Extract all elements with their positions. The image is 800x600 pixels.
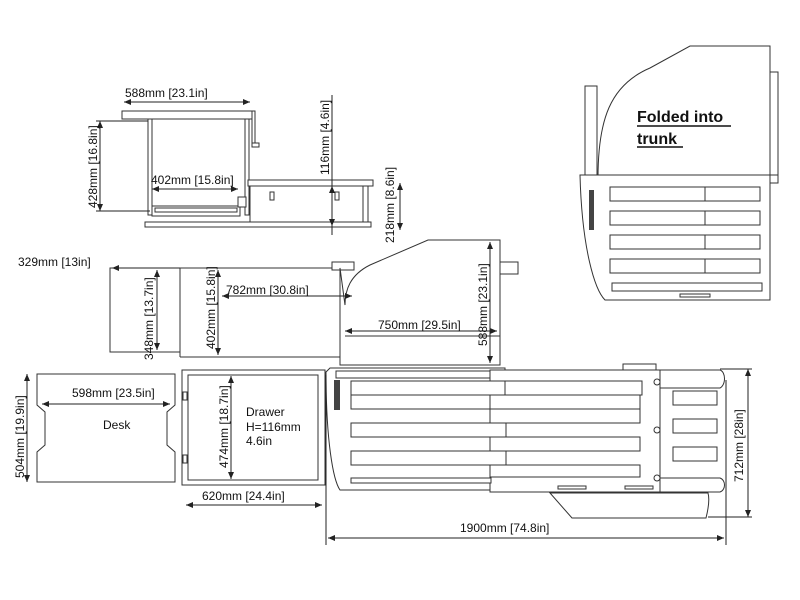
dim-drawer-depth: 474mm [18.7in] bbox=[217, 385, 231, 468]
dim-desk-depth: 348mm [13.7in] bbox=[142, 277, 156, 360]
dim-base-height: 218mm [8.6in] bbox=[383, 167, 397, 243]
dim-drawer-height: 116mm [4.6in] bbox=[318, 100, 332, 175]
folded-trunk-view: Folded into trunk bbox=[579, 45, 779, 301]
desk-part: 598mm [23.5in] 504mm [19.9in] Desk bbox=[13, 373, 176, 483]
dim-inner-width: 402mm [15.8in] bbox=[151, 173, 234, 187]
folded-note-line2: trunk bbox=[637, 131, 677, 148]
bed-extended: 1900mm [74.8in] 712mm [28in] bbox=[325, 363, 752, 545]
dim-bed-width: 588mm [23.1in] bbox=[476, 263, 490, 346]
dim-drawer-width: 620mm [24.4in] bbox=[202, 489, 285, 503]
dim-desk-width: 598mm [23.5in] bbox=[72, 386, 155, 400]
dim-seat-width: 588mm [23.1in] bbox=[125, 86, 208, 100]
drawer-part: 474mm [18.7in] Drawer H=116mm 4.6in 620m… bbox=[181, 369, 326, 508]
drawer-height-in: 4.6in bbox=[246, 434, 272, 448]
side-view: 588mm [23.1in] 428mm [16.8in] 402mm [15.… bbox=[86, 86, 403, 243]
dim-frame-depth: 402mm [15.8in] bbox=[204, 266, 218, 349]
folded-note-line1: Folded into bbox=[637, 109, 723, 126]
desk-label: Desk bbox=[103, 418, 131, 432]
bed-slats bbox=[350, 380, 718, 484]
dim-frame-length: 782mm [30.8in] bbox=[226, 283, 309, 297]
dim-desk-offset: 329mm [13in] bbox=[18, 255, 91, 269]
folded-slats bbox=[609, 186, 763, 298]
drawer-height-mm: H=116mm bbox=[246, 420, 301, 434]
dim-bed-length: 750mm [29.5in] bbox=[378, 318, 461, 332]
dim-total-length: 1900mm [74.8in] bbox=[460, 521, 549, 535]
top-view: 329mm [13in] 348mm [13.7in] 402mm [15.8i… bbox=[18, 239, 519, 366]
drawer-label: Drawer bbox=[246, 405, 285, 419]
dim-total-width: 712mm [28in] bbox=[732, 409, 746, 482]
dim-seat-height: 428mm [16.8in] bbox=[86, 125, 100, 208]
dim-desk-height: 504mm [19.9in] bbox=[13, 395, 27, 478]
